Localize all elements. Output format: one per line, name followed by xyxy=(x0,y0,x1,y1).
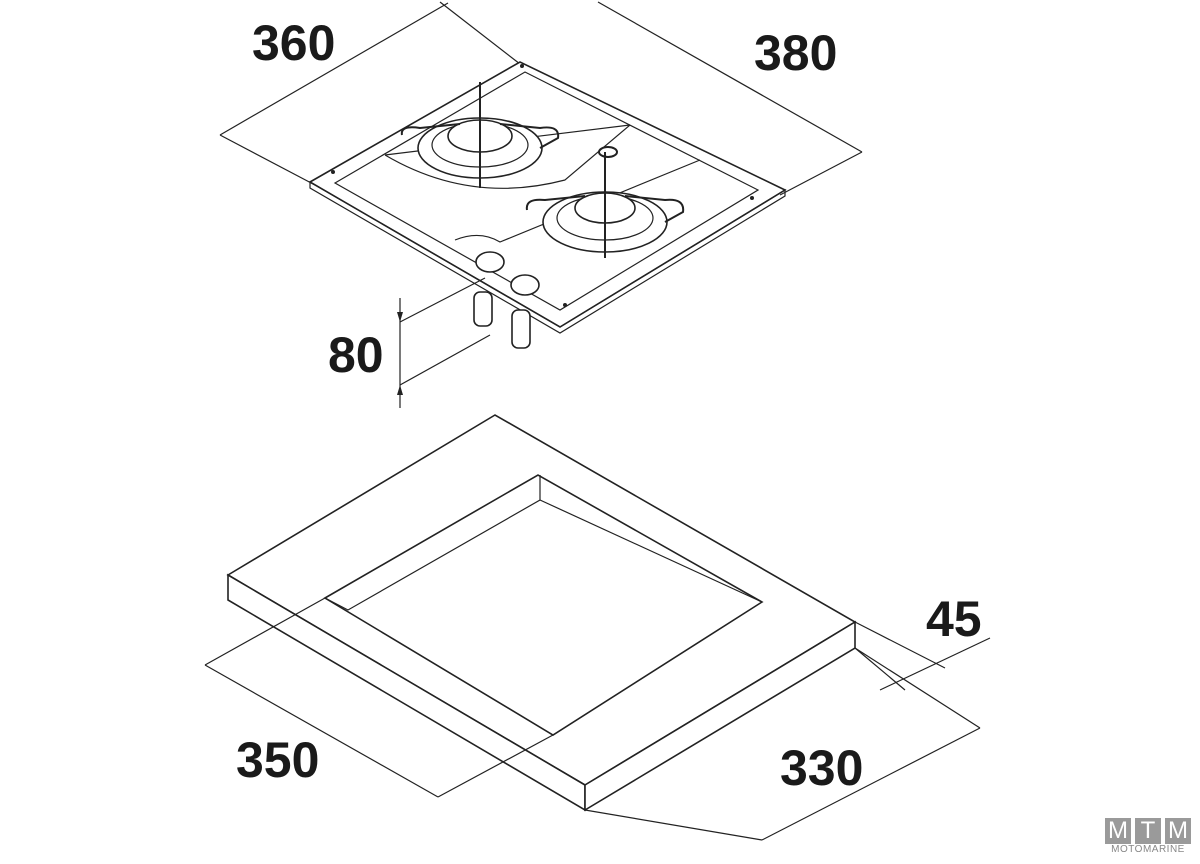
logo-letter: T xyxy=(1135,818,1161,844)
burner-right xyxy=(525,146,685,258)
dimension-45-line xyxy=(854,621,991,691)
label-45: 45 xyxy=(926,591,982,647)
dimension-350-line xyxy=(204,597,554,798)
control-knobs xyxy=(473,251,540,349)
dimension-80-line xyxy=(397,277,491,408)
logo-letter: M xyxy=(1105,818,1131,844)
label-80: 80 xyxy=(328,327,384,383)
logo-text: MOTOMARINE xyxy=(1111,844,1185,855)
label-330: 330 xyxy=(780,740,863,796)
logo-letter: M xyxy=(1165,818,1191,844)
dimension-360-line xyxy=(219,1,521,186)
burner-left xyxy=(400,82,560,188)
gas-hob xyxy=(308,61,787,349)
label-350: 350 xyxy=(236,732,319,788)
label-380: 380 xyxy=(754,25,837,81)
dimension-380-line xyxy=(597,1,863,196)
dimension-330-line xyxy=(584,647,981,841)
label-360: 360 xyxy=(252,15,335,71)
cutout-block xyxy=(226,414,857,812)
